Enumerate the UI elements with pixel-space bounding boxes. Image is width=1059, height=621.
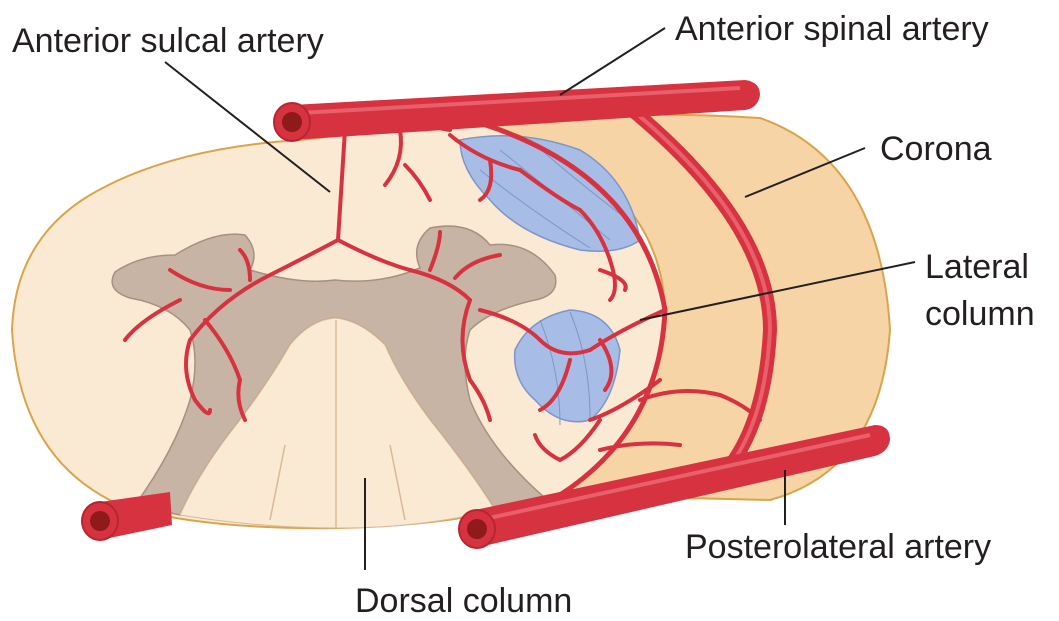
label-lateral-column-line1: Lateral [925, 248, 1029, 286]
leader-anterior-spinal [560, 28, 665, 95]
label-dorsal-column: Dorsal column [355, 582, 572, 620]
label-anterior-sulcal-artery: Anterior sulcal artery [12, 22, 324, 60]
posterolateral-artery-right-lumen [467, 519, 487, 539]
label-posterolateral-artery: Posterolateral artery [685, 528, 991, 566]
label-anterior-spinal-artery: Anterior spinal artery [675, 10, 989, 48]
posterolateral-artery-left-lumen [90, 511, 110, 531]
label-lateral-column-line2: column [925, 295, 1035, 333]
anterior-spinal-artery-lumen [282, 112, 302, 132]
label-corona: Corona [880, 130, 992, 168]
